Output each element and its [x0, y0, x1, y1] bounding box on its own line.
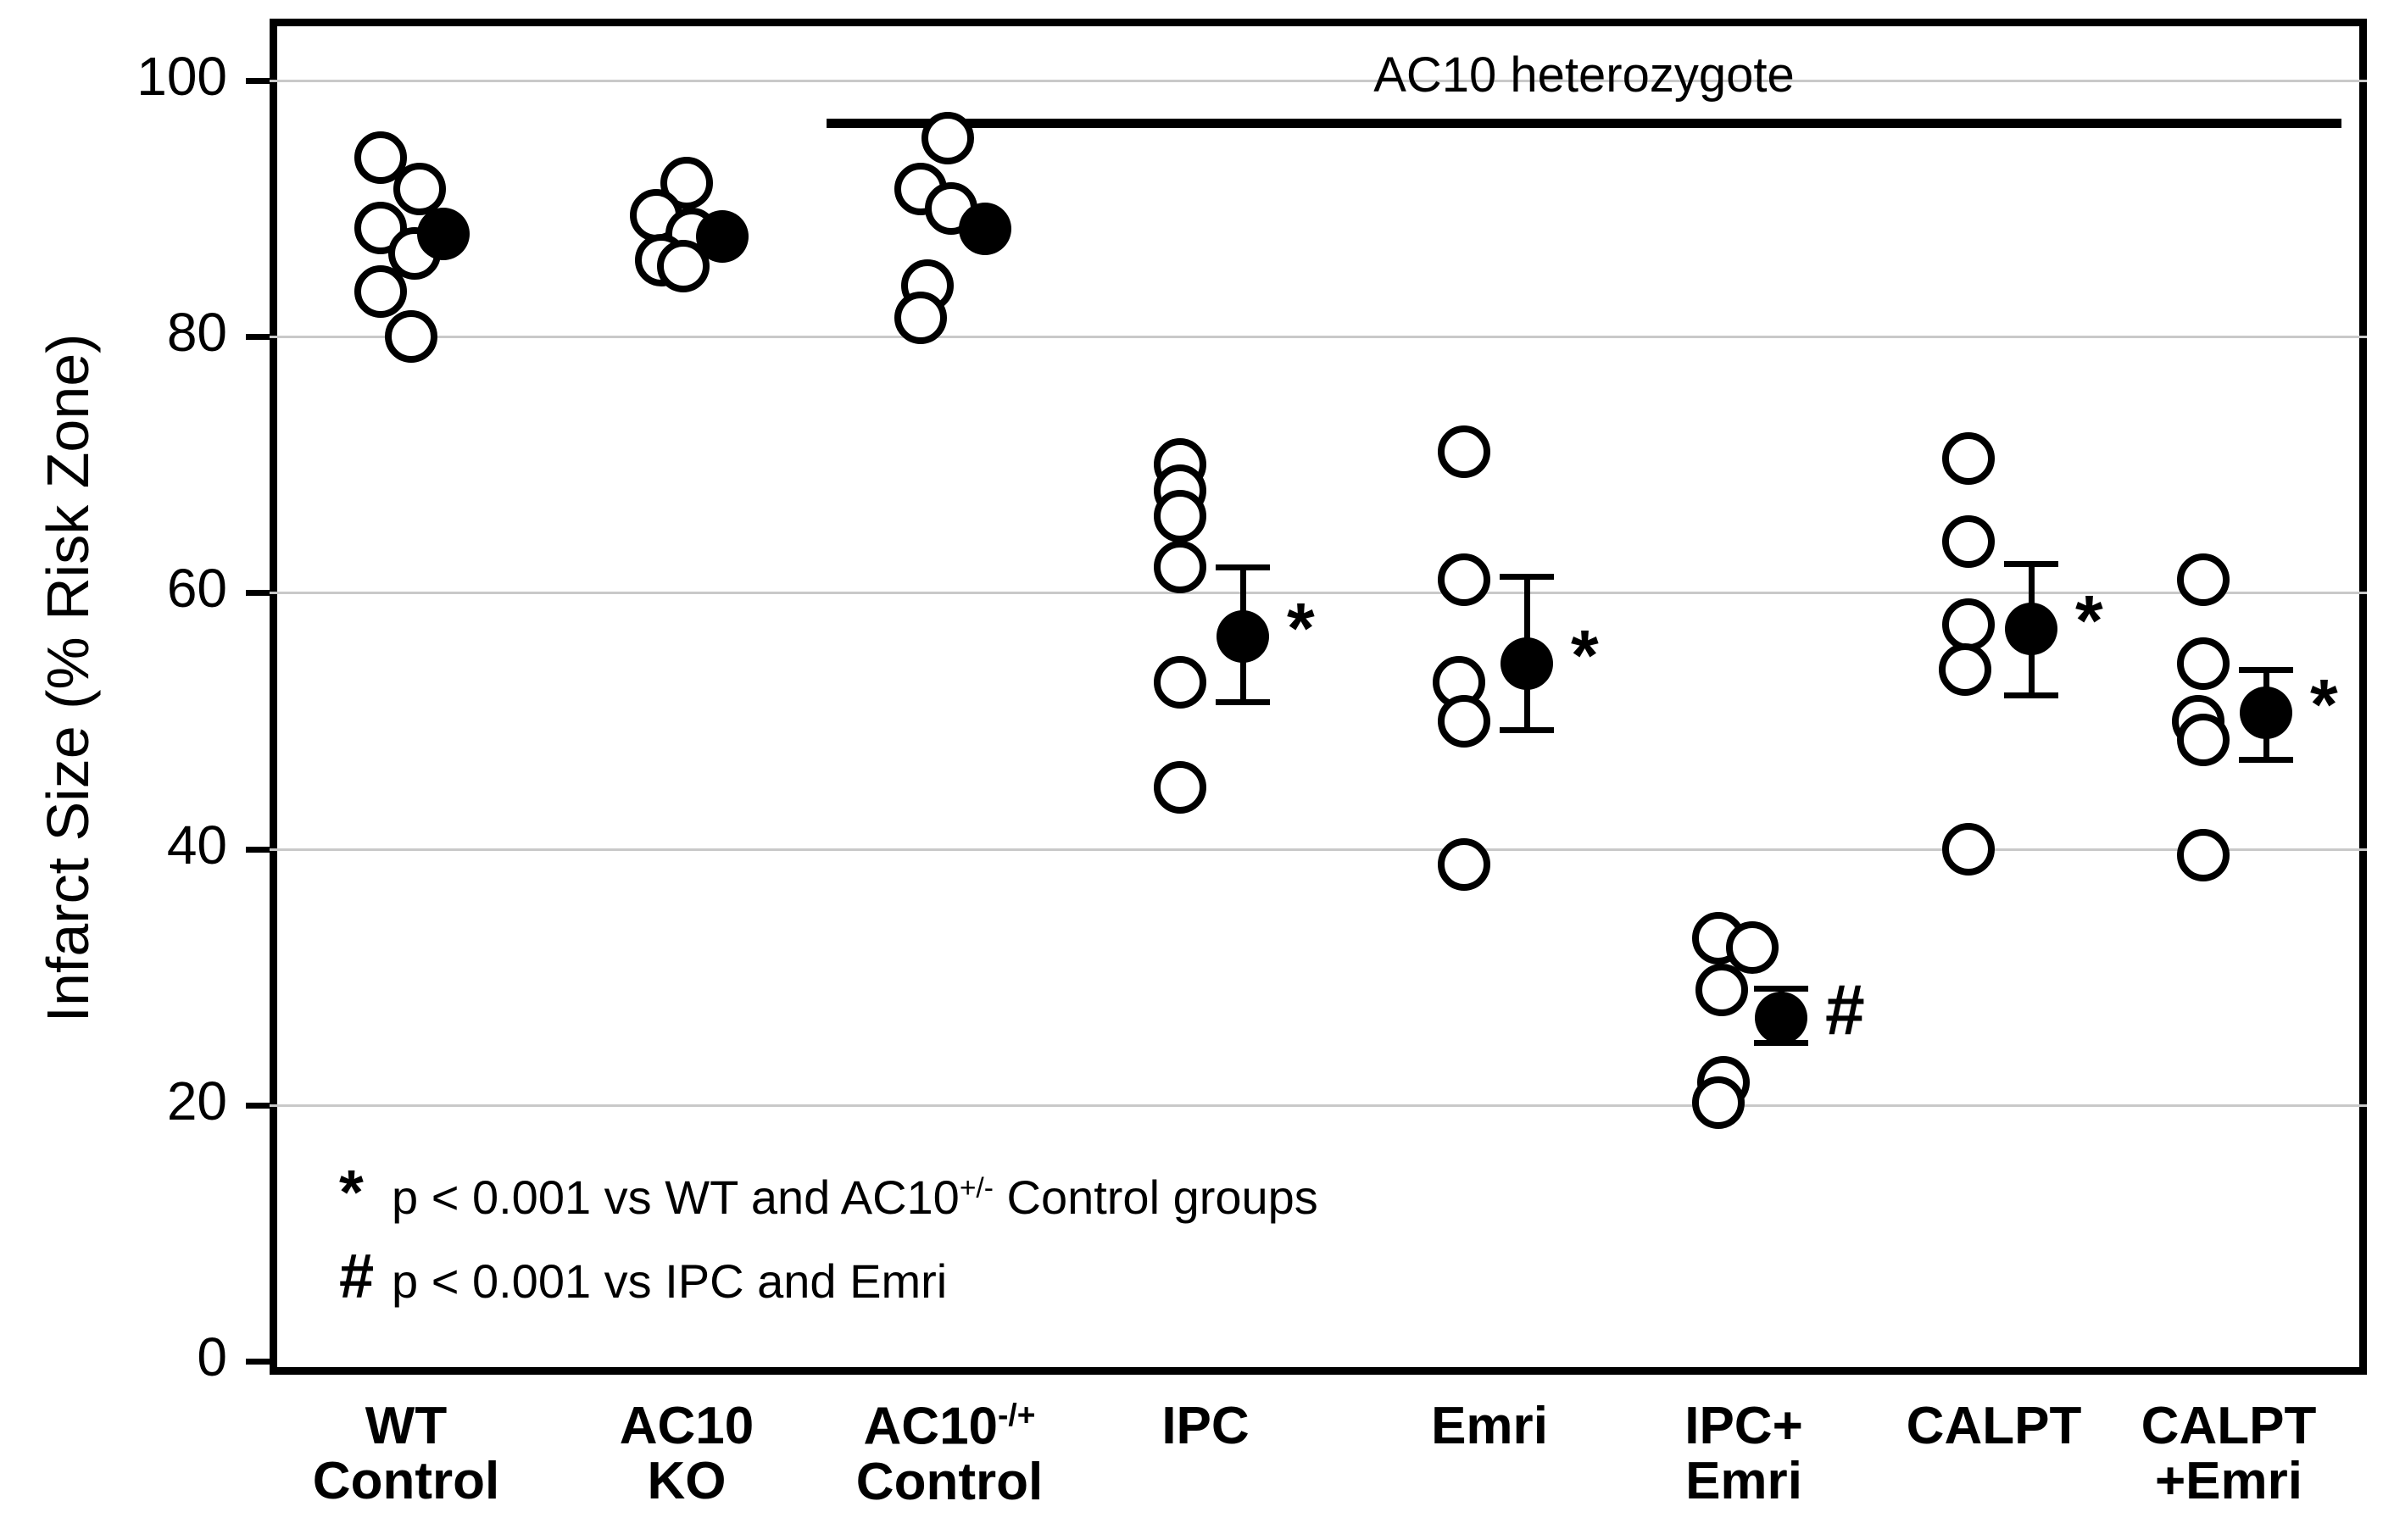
superscript-plusminus: +/- [959, 1172, 994, 1204]
x-axis-label-line1: CALPT [1906, 1397, 2082, 1455]
legend-item: * p < 0.001 vs WT and AC10+/- Control gr… [339, 1161, 1318, 1225]
data-point-open [1154, 656, 1206, 709]
legend-item: # p < 0.001 vs IPC and Emri [339, 1245, 1318, 1309]
x-axis-label-line2: KO [647, 1452, 727, 1511]
gridline [270, 336, 2367, 339]
data-point-open [1942, 431, 1995, 485]
y-axis-title: Infarct Size (% Risk Zone) [35, 333, 101, 1023]
x-axis-label-line1: WT [365, 1397, 448, 1455]
y-axis-tick [246, 1102, 270, 1109]
x-axis-label-7: CALPT+Emri [2059, 1398, 2383, 1509]
data-point-open [1154, 541, 1206, 594]
y-axis-tick-label: 100 [136, 46, 227, 107]
legend-text-asterisk: p < 0.001 vs WT and AC10+/- Control grou… [392, 1170, 1318, 1224]
data-point-open [385, 310, 437, 364]
asterisk-icon: * [1287, 587, 1315, 668]
y-axis-tick-label: 60 [166, 558, 227, 620]
error-bar-cap-upper [2004, 560, 2058, 567]
y-axis-tick-label: 40 [166, 814, 227, 876]
data-point-open [894, 291, 947, 344]
error-bar-cap-lower [1500, 727, 1554, 734]
hash-icon: # [339, 1241, 375, 1311]
data-point-open [354, 265, 407, 319]
y-axis-tick [246, 334, 270, 341]
y-axis-tick-label: 20 [166, 1070, 227, 1131]
gridline [270, 1104, 2367, 1107]
y-axis-tick [246, 846, 270, 853]
significance-legend: * p < 0.001 vs WT and AC10+/- Control gr… [339, 1161, 1318, 1329]
x-axis-label-line1: CALPT [2141, 1397, 2317, 1455]
x-axis-label-line1: AC10 [619, 1397, 754, 1455]
mean-marker [1501, 637, 1553, 690]
x-axis-label-6: CALPT [1824, 1398, 2163, 1454]
hash-icon: # [1825, 970, 1865, 1050]
data-point-open [1695, 963, 1748, 1016]
mean-marker [2005, 602, 2057, 655]
y-axis-tick-label: 0 [197, 1326, 227, 1387]
x-axis-label-3: IPC [1036, 1398, 1375, 1454]
data-point-open [921, 111, 974, 164]
asterisk-icon: * [339, 1157, 364, 1227]
data-point-open [2177, 637, 2230, 690]
x-axis-label-line2: Control [312, 1452, 500, 1511]
data-point-open [1438, 837, 1490, 891]
x-axis-label-line2: Control [855, 1452, 1044, 1511]
mean-marker [959, 203, 1011, 256]
mean-marker [1755, 992, 1807, 1045]
gridline [270, 592, 2367, 595]
x-axis-label-4: Emri [1320, 1398, 1659, 1454]
gridline [270, 848, 2367, 851]
mean-marker [2240, 687, 2292, 740]
x-axis-label-line1: Emri [1431, 1397, 1548, 1455]
data-point-open [1692, 1076, 1745, 1129]
error-bar-cap-lower [2239, 756, 2293, 763]
data-point-open [2177, 829, 2230, 882]
x-axis-label-2: AC10-/+Control [780, 1398, 1119, 1509]
data-point-open [2177, 714, 2230, 767]
y-axis-tick [246, 590, 270, 597]
group-bracket-line [827, 119, 2341, 128]
x-axis-label-5: IPC+Emri [1574, 1398, 1913, 1509]
data-point-open [1942, 598, 1995, 652]
y-axis-tick-label: 80 [166, 302, 227, 364]
mean-marker [1217, 609, 1269, 663]
data-point-open [660, 156, 713, 209]
data-point-open [1942, 514, 1995, 568]
x-axis-label-line2: +Emri [2154, 1452, 2303, 1511]
error-bar-cap-upper [1500, 573, 1554, 580]
error-bar-cap-lower [1216, 698, 1270, 705]
y-axis-tick [246, 78, 270, 84]
data-point-open [1438, 553, 1490, 607]
x-axis-label-line1: IPC+ [1684, 1397, 1803, 1455]
asterisk-icon: * [2075, 580, 2103, 660]
gridline [270, 80, 2367, 82]
x-axis-label-line1: AC10-/+ [863, 1397, 1036, 1456]
data-point-open [393, 163, 446, 216]
asterisk-icon: * [2310, 664, 2338, 745]
data-point-open [1154, 489, 1206, 542]
error-bar-cap-upper [1754, 986, 1808, 992]
data-point-open [2177, 553, 2230, 607]
data-point-open [1726, 920, 1779, 974]
y-axis-tick [246, 1359, 270, 1365]
data-point-open [1942, 822, 1995, 876]
data-point-open [1154, 761, 1206, 814]
x-axis-label-line1: IPC [1161, 1397, 1250, 1455]
data-point-open [1939, 643, 1991, 697]
error-bar-cap-upper [2239, 667, 2293, 674]
error-bar-cap-lower [2004, 692, 2058, 699]
asterisk-icon: * [1571, 614, 1599, 695]
group-bracket-label: AC10 heterozygote [1373, 47, 1795, 103]
x-axis-label-line2: Emri [1685, 1452, 1802, 1511]
mean-marker [696, 210, 749, 264]
data-point-open [1438, 425, 1490, 479]
error-bar-cap-upper [1216, 564, 1270, 571]
mean-marker [417, 208, 470, 261]
legend-text-hash: p < 0.001 vs IPC and Emri [392, 1254, 948, 1308]
data-point-open [1438, 694, 1490, 748]
